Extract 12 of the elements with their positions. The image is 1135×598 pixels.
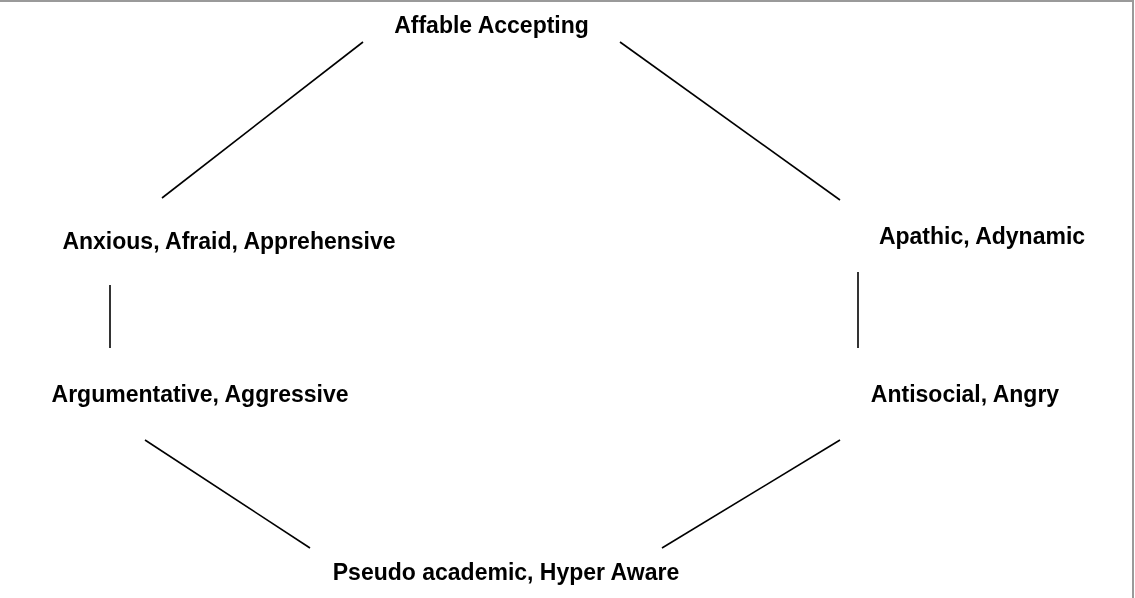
node-label: Anxious, Afraid, Apprehensive — [62, 227, 396, 256]
node-label: Antisocial, Angry — [870, 379, 1060, 409]
connector-line — [857, 271, 859, 349]
node-label: Apathic, Adynamic — [878, 221, 1086, 251]
node-label: Affable Accepting — [394, 10, 589, 40]
node-label: Pseudo academic, Hyper Aware — [332, 557, 680, 587]
connector-line — [144, 439, 311, 549]
connector-line — [161, 41, 364, 199]
connector-line — [661, 439, 841, 549]
connector-line — [619, 41, 841, 201]
node-label: Argumentative, Aggressive — [51, 379, 349, 409]
connector-line — [109, 284, 111, 349]
